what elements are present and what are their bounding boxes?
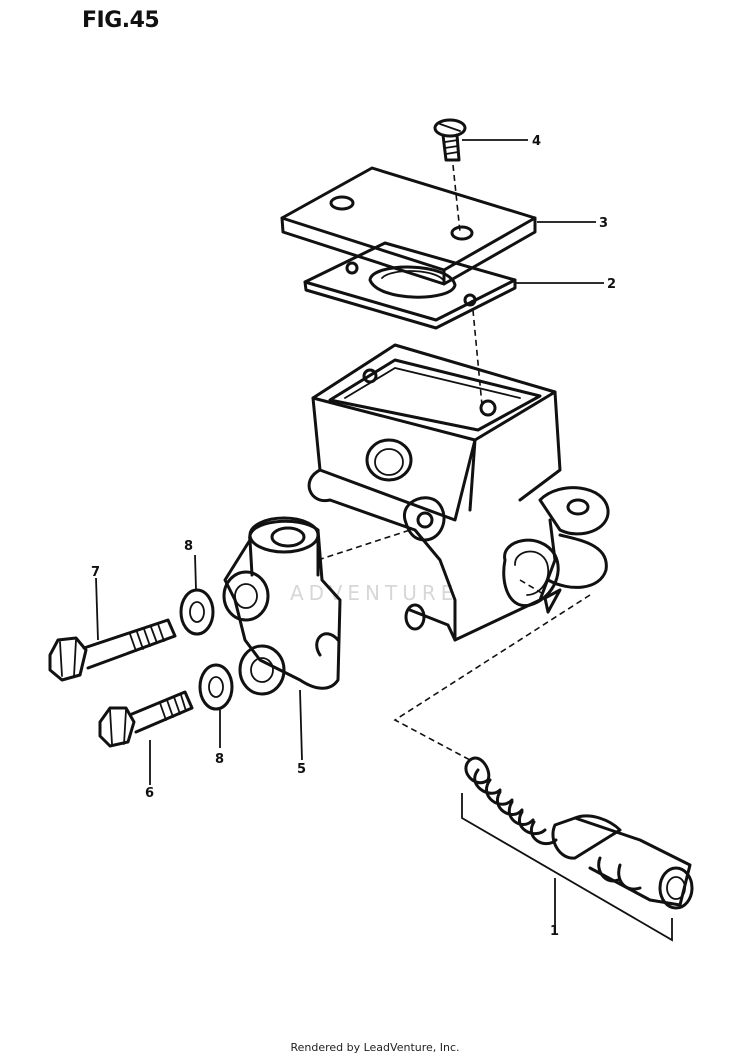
part-6-short-bolt: [98, 690, 194, 748]
callout-8-upper: 8: [184, 539, 193, 554]
part-4-screw: [433, 118, 467, 162]
callout-2: 2: [607, 277, 616, 292]
master-cylinder-body: [307, 343, 610, 642]
part-7-long-bolt: [48, 618, 177, 682]
callout-5: 5: [297, 762, 306, 777]
part-1-piston-assembly: [464, 756, 694, 910]
part-3-cover-plate: [280, 166, 537, 286]
callout-6: 6: [145, 786, 154, 801]
watermark-text: ADVENTURE: [290, 581, 458, 605]
footer-credit: Rendered by LeadVenture, Inc.: [290, 1041, 460, 1054]
part-8-washer-lower: [198, 663, 234, 711]
part-8-washer-upper: [179, 588, 215, 636]
part-5-clamp: [222, 516, 342, 696]
callout-3: 3: [599, 216, 608, 231]
callout-1: 1: [550, 924, 559, 939]
callout-4: 4: [532, 134, 541, 149]
callout-8-lower: 8: [215, 752, 224, 767]
part-2-gasket: [303, 241, 517, 330]
figure-title: FIG.45: [82, 8, 160, 33]
callout-7: 7: [91, 565, 100, 580]
